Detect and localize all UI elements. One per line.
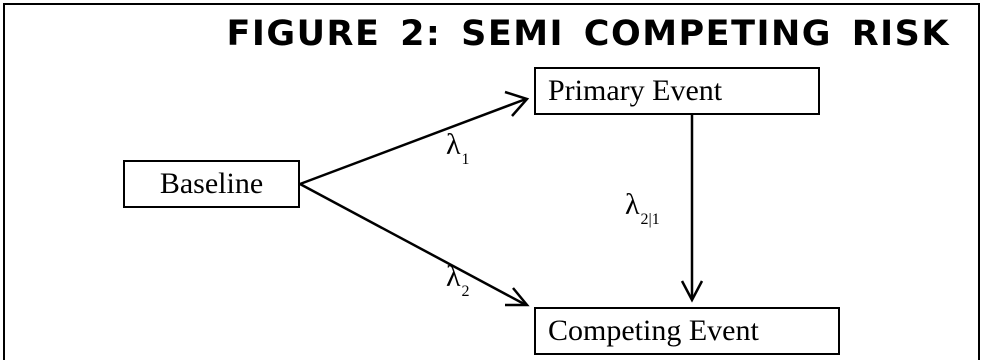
rate-label-lambda-2: λ2: [446, 260, 470, 300]
arrowhead-competing-vertical: [680, 280, 704, 303]
node-baseline-label: Baseline: [159, 167, 264, 200]
lambda-symbol: λ: [446, 260, 461, 293]
figure-frame: [3, 3, 980, 360]
node-primary-event: Primary Event: [534, 67, 820, 115]
figure-title: FIGURE 2: SEMI COMPETING RISK: [226, 14, 950, 54]
rate-label-lambda-2-given-1: λ2|1: [625, 188, 660, 228]
lambda-subscript: 2: [461, 283, 470, 300]
node-competing-event: Competing Event: [534, 307, 840, 355]
node-baseline: Baseline: [123, 160, 300, 208]
rate-label-lambda-1: λ1: [446, 128, 470, 168]
lambda-subscript: 2|1: [640, 211, 660, 228]
lambda-subscript: 1: [461, 151, 470, 168]
edge-baseline-to-primary: [299, 97, 527, 186]
arrowhead-primary: [504, 90, 530, 117]
node-primary-event-label: Primary Event: [548, 74, 723, 107]
lambda-symbol: λ: [446, 128, 461, 161]
node-competing-event-label: Competing Event: [548, 314, 759, 347]
edge-baseline-to-competing: [299, 182, 527, 307]
lambda-symbol: λ: [625, 188, 640, 221]
arrowhead-competing: [505, 287, 530, 307]
